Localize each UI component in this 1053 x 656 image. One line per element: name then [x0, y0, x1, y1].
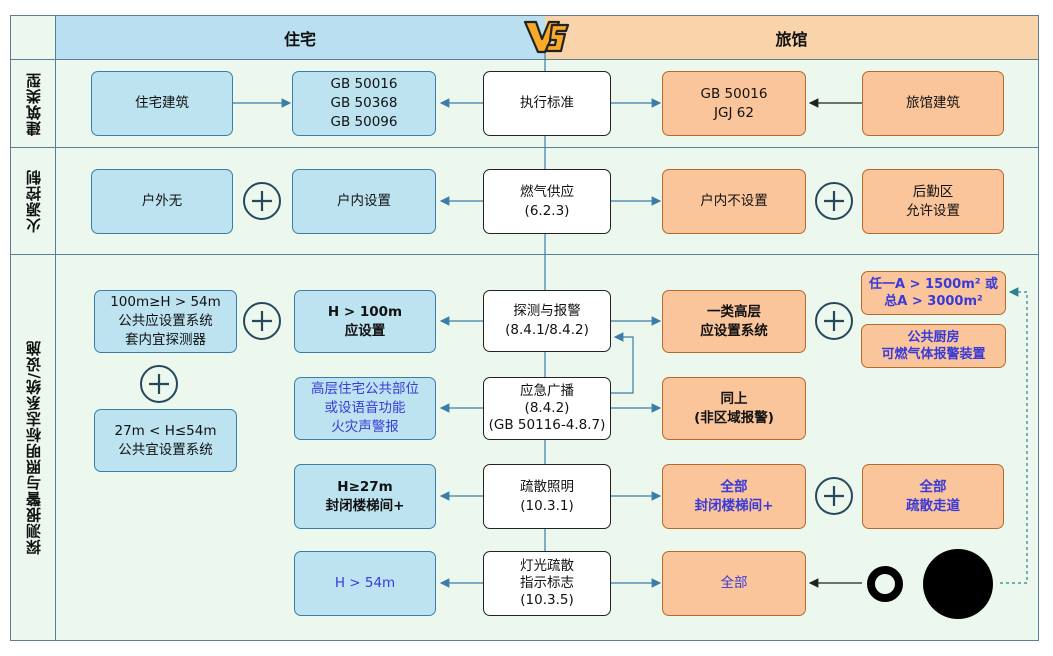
header-residential: 住宅	[55, 16, 545, 59]
detection-alarm-box: 探测与报警(8.4.1/8.4.2)	[483, 290, 611, 352]
evacuation-sign-box: 灯光疏散指示标志(10.3.5)	[483, 551, 611, 616]
header-hotel: 旅馆	[545, 16, 1038, 59]
plus-icon	[243, 182, 281, 220]
hotel-lighting-stair-box: 全部封闭楼梯间+	[662, 464, 806, 529]
hotel-lighting-corridor-box: 全部疏散走道	[862, 464, 1004, 529]
emergency-broadcast-box: 应急广播(8.4.2)(GB 50116-4.8.7)	[483, 377, 611, 440]
plus-icon	[815, 302, 853, 340]
residential-sign-box: H > 54m	[294, 551, 436, 616]
plus-icon	[140, 365, 178, 403]
outdoor-none-box: 户外无	[91, 169, 233, 234]
hotel-area-condition-box: 任一A > 1500m² 或总A > 3000m²	[861, 271, 1006, 315]
evacuation-lighting-box: 疏散照明(10.3.1)	[483, 464, 611, 529]
residential-building-box: 住宅建筑	[91, 71, 233, 136]
row-divider	[10, 59, 1039, 60]
hotel-same-box: 同上(非区域报警)	[662, 377, 806, 440]
hotel-class1-box: 一类高层应设置系统	[662, 290, 806, 353]
plus-icon	[243, 302, 281, 340]
header-hotel-label: 旅馆	[775, 29, 808, 49]
filled-circle-icon	[922, 548, 994, 620]
row-divider	[10, 147, 1039, 148]
plus-icon	[815, 182, 853, 220]
hotel-kitchen-gas-box: 公共厨房可燃气体报警装置	[861, 324, 1006, 368]
row-divider	[10, 254, 1039, 255]
indoor-setting-box: 户内设置	[292, 169, 436, 234]
gas-supply-box: 燃气供应(6.2.3)	[483, 169, 611, 234]
ring-icon	[865, 564, 905, 604]
hotel-building-box: 旅馆建筑	[862, 71, 1004, 136]
standard-center-box: 执行标准	[483, 71, 611, 136]
indoor-none-box: 户内不设置	[662, 169, 806, 234]
residential-voice-alarm-box: 高层住宅公共部位或设语音功能火灾声警报	[294, 377, 436, 440]
vs-logo	[522, 19, 570, 55]
column-divider	[55, 15, 56, 641]
plus-icon	[815, 477, 853, 515]
hotel-sign-box: 全部	[662, 551, 806, 616]
back-area-box: 后勤区允许设置	[862, 169, 1004, 234]
header-residential-label: 住宅	[283, 29, 316, 49]
header-corner	[11, 16, 55, 59]
